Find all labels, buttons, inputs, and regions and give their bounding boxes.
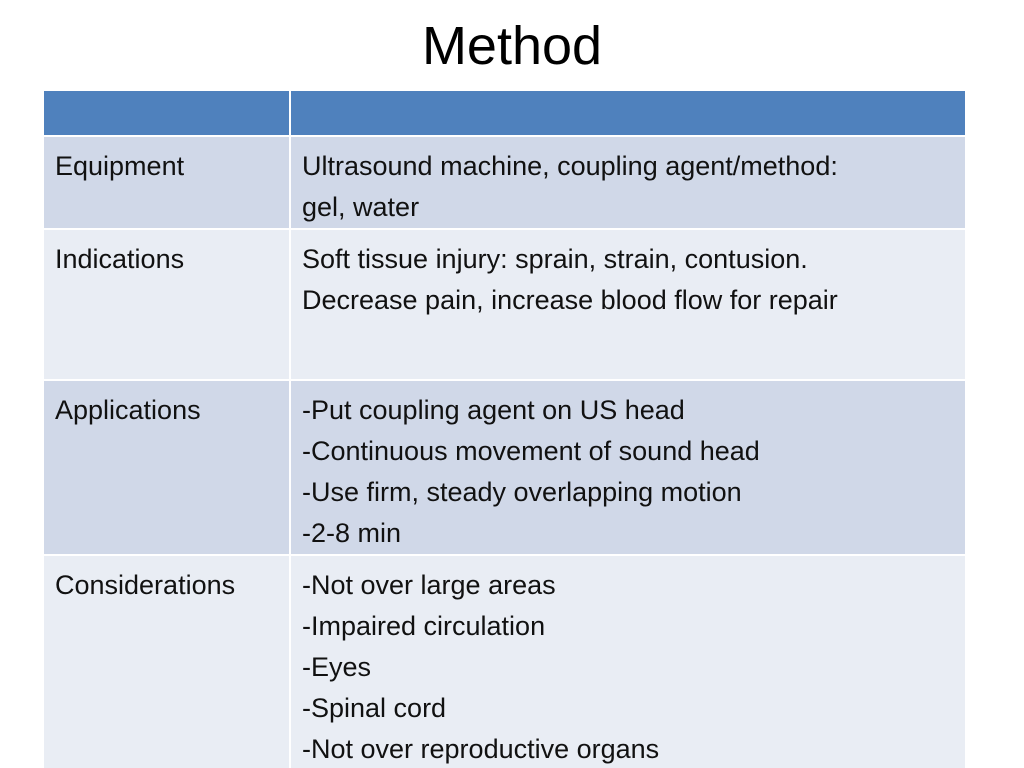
row-label-cell: Considerations: [42, 554, 291, 768]
row-content-cell: Soft tissue injury: sprain, strain, cont…: [289, 228, 967, 381]
table-row: Considerations -Not over large areas -Im…: [42, 554, 967, 768]
row-content-cell: Ultrasound machine, coupling agent/metho…: [289, 135, 967, 230]
header-cell-2: [289, 89, 967, 137]
content-line: gel, water: [302, 192, 420, 222]
row-content-cell: -Not over large areas -Impaired circulat…: [289, 554, 967, 768]
table-row: Equipment Ultrasound machine, coupling a…: [42, 135, 967, 230]
content-line: -Spinal cord: [302, 693, 447, 723]
content-line: -2-8 min: [302, 518, 402, 548]
row-label-cell: Indications: [42, 228, 291, 381]
method-table: Equipment Ultrasound machine, coupling a…: [42, 89, 967, 768]
header-cell-1: [42, 89, 291, 137]
content-line: Soft tissue injury: sprain, strain, cont…: [302, 244, 808, 274]
table-row: Applications -Put coupling agent on US h…: [42, 379, 967, 556]
row-content-cell: -Put coupling agent on US head -Continuo…: [289, 379, 967, 556]
row-label-indications: Indications: [55, 244, 185, 274]
row-label-equipment: Equipment: [55, 151, 185, 181]
content-line: -Put coupling agent on US head: [302, 395, 685, 425]
content-line: -Continuous movement of sound head: [302, 436, 760, 466]
content-line: Ultrasound machine, coupling agent/metho…: [302, 151, 838, 181]
row-label-considerations: Considerations: [55, 570, 236, 600]
content-line: -Not over large areas: [302, 570, 556, 600]
row-label-cell: Equipment: [42, 135, 291, 230]
slide-title: Method: [421, 16, 603, 76]
content-line: -Eyes: [302, 652, 372, 682]
row-label-applications: Applications: [55, 395, 201, 425]
content-line: -Impaired circulation: [302, 611, 546, 641]
table-header-row: [42, 89, 967, 137]
table-row: Indications Soft tissue injury: sprain, …: [42, 228, 967, 381]
content-line: -Use firm, steady overlapping motion: [302, 477, 742, 507]
content-line: Decrease pain, increase blood flow for r…: [302, 285, 838, 315]
content-line: -Not over reproductive organs: [302, 734, 660, 764]
row-label-cell: Applications: [42, 379, 291, 556]
